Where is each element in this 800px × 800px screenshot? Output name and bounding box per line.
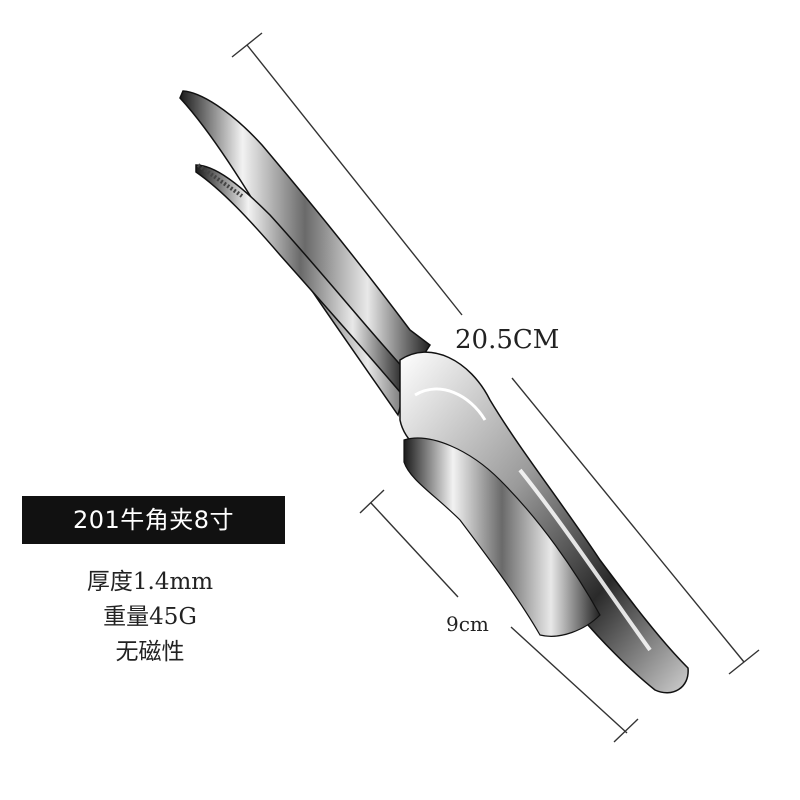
weight-spec: 重量45G — [103, 604, 197, 630]
length-dimension-label: 20.5CM — [455, 325, 560, 355]
thickness-spec: 厚度1.4mm — [86, 569, 214, 595]
product-label: 201牛角夹8寸 — [22, 496, 285, 544]
width-dimension-label: 9cm — [446, 612, 489, 636]
length-dimension-line — [231, 32, 760, 675]
width-dimension-line — [359, 489, 639, 743]
tongs-image — [179, 90, 689, 694]
magnetic-spec: 无磁性 — [115, 639, 185, 665]
